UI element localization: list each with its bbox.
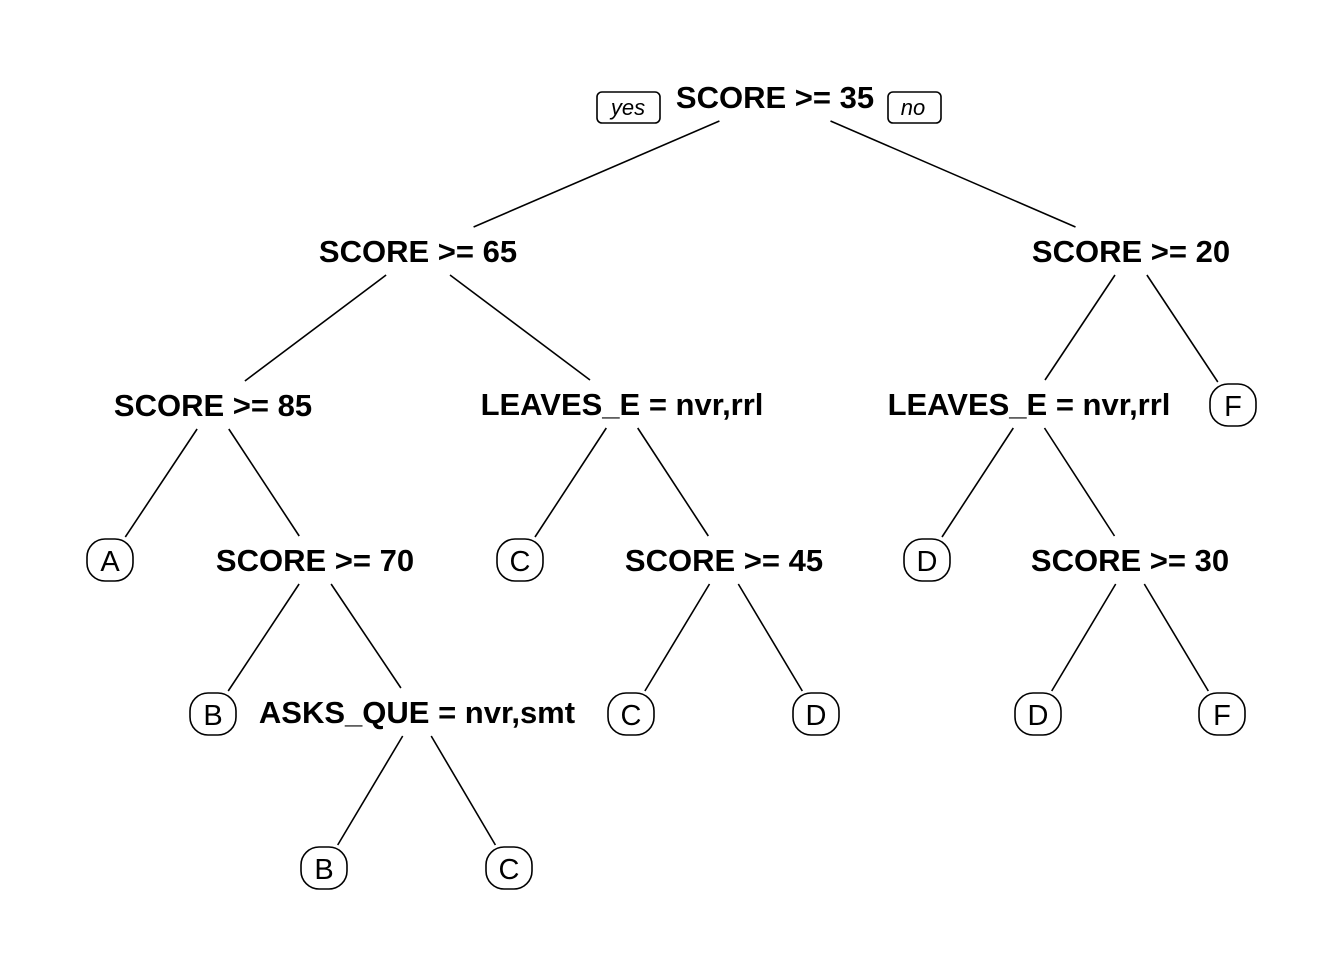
edge-n5-l10 [534,427,607,538]
leaf-box [496,538,544,582]
leaf-box [485,846,533,890]
edge-n1-n3 [830,120,1076,228]
edge-n9-n18 [330,583,402,689]
leaf-label: A [100,546,120,578]
leaf-box [189,692,237,736]
leaf-box [1014,692,1062,736]
leaf-node-l26: D [1014,692,1062,736]
leaf-node-l7: F [1209,383,1257,427]
leaf-label: C [621,700,642,732]
edge-n6-n13 [1043,427,1116,537]
leaf-box [903,538,951,582]
split-node-n2: SCORE >= 65 [319,234,517,269]
leaf-label: C [499,854,520,886]
leaf-box [300,846,348,890]
split-node-n6: LEAVES_E = nvr,rrl [888,387,1171,422]
split-node-n9: SCORE >= 70 [216,543,414,578]
leaf-label: F [1213,700,1231,732]
edge-n4-n9 [228,428,300,537]
leaf-node-l27: F [1198,692,1246,736]
edge-n3-n6 [1044,274,1116,381]
edge-n2-n4 [244,274,387,382]
branch-label-yes-text: yes [609,95,645,120]
leaf-label: C [510,546,531,578]
leaf-label: B [314,854,333,886]
branch-label-no-text: no [901,95,925,120]
leaf-label: D [917,546,938,578]
branch-label-no: no [887,91,942,124]
split-node-n5: LEAVES_E = nvr,rrl [481,387,764,422]
edge-n9-l19 [227,583,300,692]
branch-label-yes: yes [596,91,661,124]
edge-n11-l23 [737,583,803,692]
leaf-label: D [1028,700,1049,732]
edge-n18-l37 [430,735,497,846]
leaf-label: F [1224,391,1242,423]
edge-n13-l27 [1143,583,1209,692]
edge-n13-l26 [1051,583,1117,692]
leaf-box [792,692,840,736]
split-node-n13: SCORE >= 30 [1031,543,1229,578]
edge-n6-l12 [941,427,1014,538]
edge-n2-n5 [449,274,591,381]
split-node-n18: ASKS_QUE = nvr,smt [259,695,575,730]
leaf-node-l22: C [607,692,655,736]
leaf-node-l12: D [903,538,951,582]
tree-nodes: SCORE >= 35 SCORE >= 65 SCORE >= 20 SCORE >… [86,80,1257,890]
tree-edges [124,120,1219,846]
leaf-node-l19: B [189,692,237,736]
edge-n4-l8 [124,428,198,538]
leaf-label: D [806,700,827,732]
leaf-box [86,538,134,582]
split-node-n11: SCORE >= 45 [625,543,823,578]
split-node-n1: SCORE >= 35 [676,80,874,115]
leaf-box [1209,383,1257,427]
leaf-node-l37: C [485,846,533,890]
leaf-label: B [203,700,222,732]
branch-tags: yes no [596,91,942,124]
edge-n1-n2 [473,120,720,228]
leaf-box [1198,692,1246,736]
edge-n5-n11 [637,427,709,537]
edge-n3-l7 [1146,274,1219,383]
edge-n11-l22 [644,583,711,692]
leaf-node-l10: C [496,538,544,582]
leaf-node-l36: B [300,846,348,890]
leaf-node-l23: D [792,692,840,736]
split-node-n3: SCORE >= 20 [1032,234,1230,269]
split-node-n4: SCORE >= 85 [114,388,312,423]
edge-n18-l36 [337,735,404,846]
leaf-box [607,692,655,736]
leaf-node-l8: A [86,538,134,582]
